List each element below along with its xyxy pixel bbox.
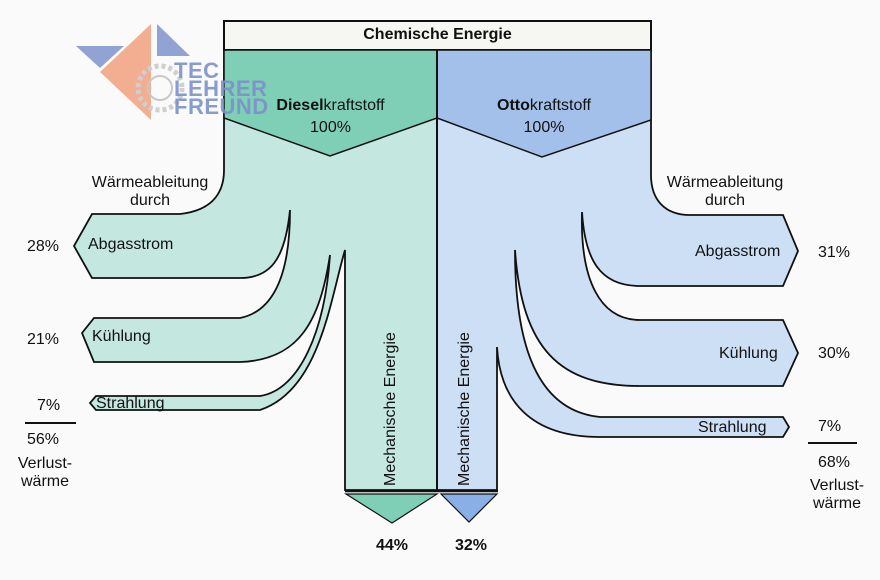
diesel-total-loss: 56% (27, 431, 60, 448)
diesel-flow-body (72, 49, 438, 491)
otto-fuel-percent: 100% (523, 119, 565, 136)
otto-heading: Wärmeableitung durch (645, 174, 805, 210)
diesel-heading-line1: Wärmeableitung (91, 174, 209, 191)
diesel-loss-caption-line1: Verlust- (17, 455, 73, 472)
logo-line-freund: FREUND (174, 94, 269, 119)
header-title: Chemische Energie (363, 26, 512, 43)
otto-loss-caption: Verlust- wärme (797, 477, 877, 513)
diesel-fuel-rest: kraftstoff (323, 97, 385, 114)
diesel-fuel-label: Dieselkraftstoff (224, 97, 437, 115)
diesel-loss-kuehlung-percent: 21% (27, 331, 60, 348)
otto-loss-kuehlung-percent: 30% (818, 345, 851, 362)
otto-loss-caption-line2: wärme (812, 495, 861, 512)
diesel-fuel-bold: Diesel (276, 97, 324, 114)
otto-loss-abgasstrom-percent: 31% (818, 244, 851, 261)
otto-fuel-bold: Otto (497, 97, 530, 114)
logo-icon (76, 24, 190, 120)
otto-fuel-rest: kraftstoff (529, 97, 591, 114)
otto-loss-strahlung-label: Strahlung (698, 419, 767, 436)
logo-line-tec: TEC (174, 58, 220, 83)
diesel-fuel-band (223, 49, 438, 157)
otto-loss-kuehlung-label: Kühlung (719, 345, 778, 362)
otto-flow-body (436, 49, 799, 491)
otto-loss-strahlung-percent: 7% (818, 418, 842, 435)
otto-loss-caption-line1: Verlust- (809, 477, 865, 494)
diesel-loss-strahlung-percent: 7% (37, 397, 61, 414)
otto-fuel-label: Ottokraftstoff (437, 97, 651, 115)
diesel-loss-strahlung-label: Strahlung (96, 395, 165, 412)
diesel-heading: Wärmeableitung durch (70, 174, 230, 210)
diesel-fuel-percent: 100% (310, 119, 351, 136)
otto-heading-line2: durch (704, 192, 746, 209)
diesel-loss-kuehlung-label: Kühlung (92, 328, 151, 345)
otto-heading-line1: Wärmeableitung (666, 174, 784, 191)
header-box (223, 20, 652, 51)
diesel-loss-abgasstrom-percent: 28% (27, 238, 60, 255)
logo-text: TEC LEHRER FREUND (174, 58, 269, 119)
diesel-loss-caption: Verlust- wärme (10, 455, 80, 491)
diesel-output-arrow (343, 493, 440, 524)
diesel-mechanical-label: Mechanische Energie (382, 332, 399, 486)
otto-output-arrow (439, 493, 499, 523)
diesel-loss-abgasstrom-label: Abgasstrom (88, 236, 174, 253)
otto-mechanical-percent: 32% (454, 537, 488, 554)
otto-loss-abgasstrom-label: Abgasstrom (695, 243, 781, 260)
diesel-mechanical-percent: 44% (375, 537, 409, 554)
logo-line-lehrer: LEHRER (174, 76, 268, 101)
diesel-loss-caption-line2: wärme (20, 473, 69, 490)
otto-mechanical-label: Mechanische Energie (456, 332, 473, 486)
otto-total-loss: 68% (818, 454, 851, 471)
diesel-heading-line2: durch (129, 192, 171, 209)
